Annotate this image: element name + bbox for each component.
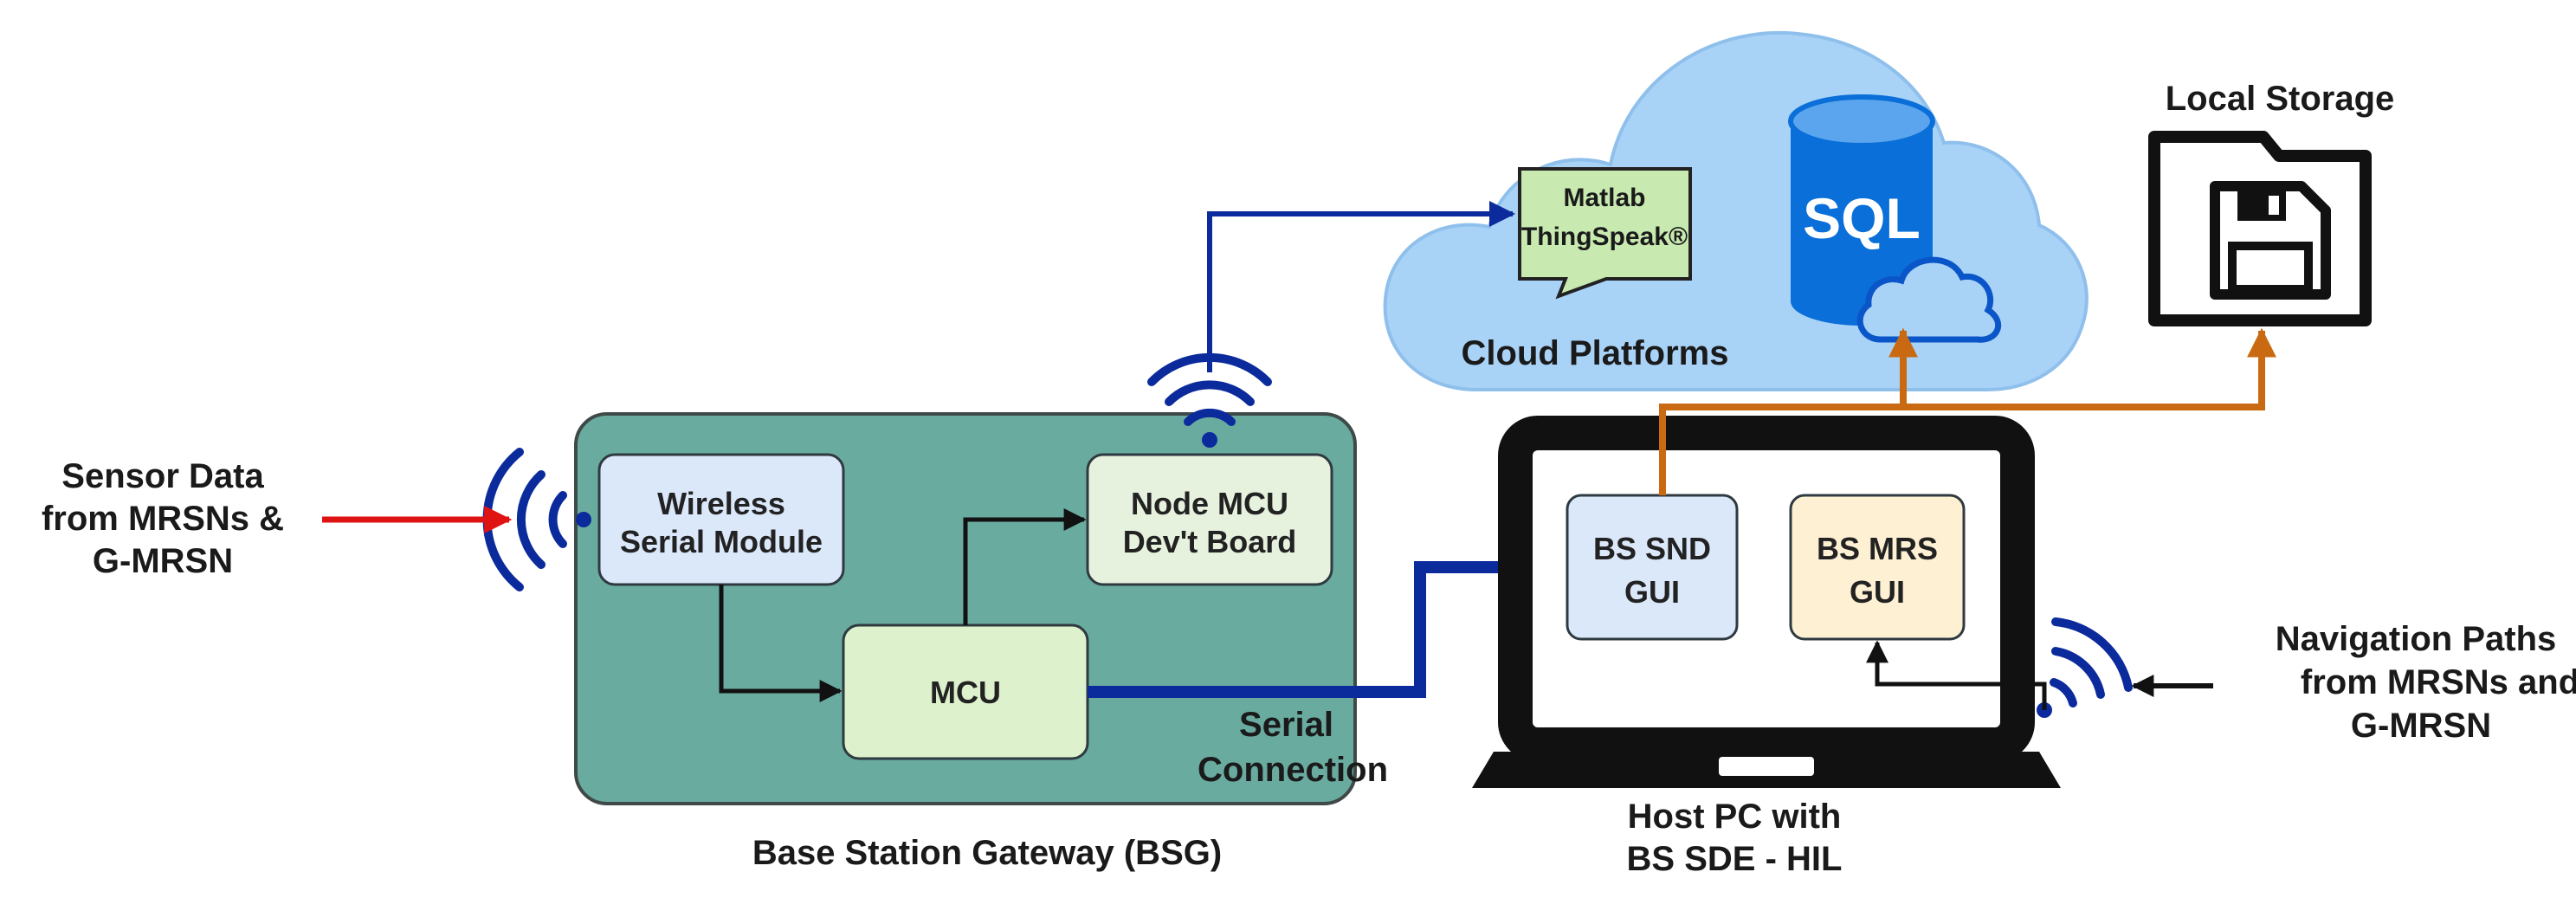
gateway-label: Base Station Gateway (BSG) — [752, 834, 1222, 872]
sensor-data-input: Sensor Data from MRSNs & G-MRSN — [42, 457, 513, 580]
gui-label: GUI — [1624, 574, 1680, 610]
host-pc-label: Host PC with — [1628, 798, 1842, 836]
gui-label: GUI — [1850, 574, 1905, 610]
host-pc-label: BS SDE - HIL — [1627, 840, 1843, 878]
base-station-gateway: Wireless Serial Module Node MCU Dev't Bo… — [574, 412, 1388, 872]
thingspeak-label: ThingSpeak® — [1521, 223, 1688, 251]
connection-label: Connection — [1198, 751, 1388, 789]
cloud-storage-icon — [1856, 256, 2002, 343]
bs-mrs-label: BS MRS — [1817, 531, 1938, 566]
cloud-platforms: Cloud Platforms Matlab ThingSpeak® SQL — [1383, 30, 2089, 391]
wireless-serial-module-box: Wireless Serial Module — [597, 453, 845, 586]
arrow-snd-to-cloud — [1659, 327, 1918, 495]
floppy-disk-icon — [2210, 181, 2331, 300]
navigation-paths-input: Navigation Paths from MRSNs and G-MRSN — [2131, 620, 2576, 745]
wifi-signal-icon — [2037, 617, 2133, 718]
cloud-label: Cloud Platforms — [1462, 334, 1729, 372]
bs-snd-label: BS SND — [1593, 531, 1711, 566]
sql-label: SQL — [1803, 186, 1921, 250]
navigation-label: G-MRSN — [2351, 707, 2491, 745]
arrow-mcu-to-nodemcu — [963, 508, 1087, 625]
speech-bubble-shape — [1518, 167, 1692, 300]
matlab-label: Matlab — [1563, 184, 1645, 212]
navigation-label: Navigation Paths — [2276, 620, 2557, 658]
serial-label: Serial — [1239, 706, 1333, 744]
devboard-label: Dev't Board — [1123, 524, 1297, 559]
laptop-trackpad — [1719, 757, 1814, 776]
arrow-nodemcu-to-thingspeak — [1207, 201, 1515, 372]
local-storage: Local Storage — [2148, 80, 2395, 326]
wireless-label: Wireless — [657, 486, 785, 521]
mcu-box: MCU — [842, 623, 1089, 760]
host-pc: BS SND GUI BS MRS GUI Host PC with BS SD… — [1472, 416, 2061, 878]
matlab-thingspeak-box: Matlab ThingSpeak® — [1518, 167, 1692, 300]
sensor-data-label: Sensor Data — [61, 457, 264, 495]
navigation-label: from MRSNs and — [2301, 663, 2576, 701]
nodemcu-board-box: Node MCU Dev't Board — [1086, 453, 1333, 586]
mcu-label: MCU — [930, 675, 1001, 710]
bs-snd-gui-box: BS SND GUI — [1566, 494, 1739, 641]
serial-module-label: Serial Module — [620, 524, 823, 559]
sql-database-icon: SQL — [1788, 94, 1935, 326]
arrow-wireless-to-mcu — [719, 585, 843, 702]
arrow-serial-connection — [1088, 550, 1566, 698]
arrow-nav-to-mrs — [1866, 640, 2047, 710]
bs-mrs-gui-box: BS MRS GUI — [1789, 494, 1966, 641]
arrow-snd-to-local-storage — [1903, 327, 2276, 410]
nodemcu-label: Node MCU — [1131, 486, 1288, 521]
local-storage-label: Local Storage — [2166, 80, 2395, 118]
sensor-data-label: from MRSNs & — [42, 500, 284, 538]
sensor-data-label: G-MRSN — [93, 542, 233, 580]
